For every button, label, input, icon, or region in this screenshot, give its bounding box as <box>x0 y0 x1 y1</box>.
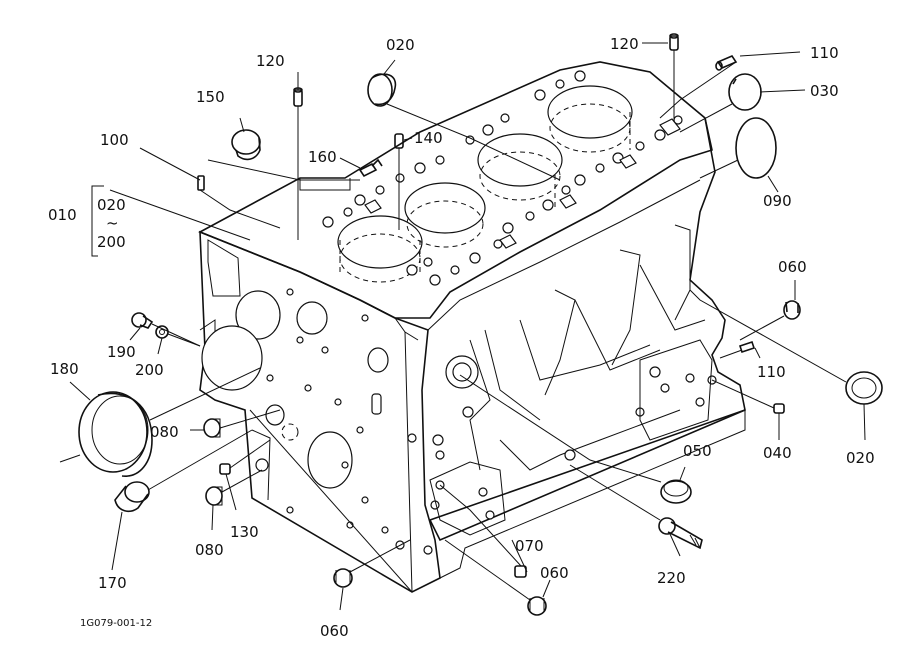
part-190-bolt <box>131 312 154 329</box>
label-020-group: 020 <box>97 196 126 214</box>
part-090-plug <box>735 117 777 179</box>
label-100: 100 <box>100 131 129 149</box>
part-060-plug-right <box>783 300 801 320</box>
part-060-plug-bottom-right <box>527 596 547 616</box>
drawing-code: 1G079-001-12 <box>80 618 152 629</box>
part-020-plug-top <box>367 73 397 107</box>
part-070-plug <box>514 565 527 578</box>
leader-lines <box>59 42 866 611</box>
part-080-plug-lower <box>205 486 223 506</box>
part-120-pin-left <box>293 87 303 107</box>
label-020-top: 020 <box>386 36 415 54</box>
label-070: 070 <box>515 537 544 555</box>
part-180-oil-seal <box>78 391 153 477</box>
part-200-washer <box>155 325 169 339</box>
label-080-upper: 080 <box>150 423 179 441</box>
deck-holes <box>322 70 683 286</box>
cylinder-bores <box>337 85 633 283</box>
part-080-plug-upper <box>203 418 221 438</box>
part-labels: 010 020 ~ 200 100 150 120 020 140 160 12… <box>48 35 875 640</box>
cylinder-block <box>198 61 746 593</box>
label-190: 190 <box>107 343 136 361</box>
part-120-pin-right <box>669 33 679 51</box>
part-130-pin <box>219 463 231 475</box>
part-160-bolt <box>358 158 383 178</box>
label-030: 030 <box>810 82 839 100</box>
part-100-pin <box>197 175 205 191</box>
label-090: 090 <box>763 192 792 210</box>
part-030-plug <box>728 73 762 111</box>
part-170-cup <box>114 481 150 513</box>
label-060-right: 060 <box>778 258 807 276</box>
label-120-right: 120 <box>610 35 639 53</box>
part-110-pin-right <box>738 340 756 354</box>
label-050: 050 <box>683 442 712 460</box>
label-110-right: 110 <box>757 363 786 381</box>
label-220: 220 <box>657 569 686 587</box>
label-tilde: ~ <box>106 214 119 232</box>
label-170: 170 <box>98 574 127 592</box>
part-150-plug <box>231 129 261 161</box>
part-040-plug <box>773 403 785 414</box>
part-060-plug-bottom-left <box>333 568 353 588</box>
label-010: 010 <box>48 206 77 224</box>
part-020-plug-right <box>845 371 883 405</box>
part-050-plug <box>660 479 692 504</box>
side-holes <box>407 339 717 555</box>
label-160: 160 <box>308 148 337 166</box>
label-180: 180 <box>50 360 79 378</box>
label-080-lower: 080 <box>195 541 224 559</box>
label-150: 150 <box>196 88 225 106</box>
front-face-holes <box>201 288 405 550</box>
label-060-middle: 060 <box>540 564 569 582</box>
label-120-left: 120 <box>256 52 285 70</box>
label-040: 040 <box>763 444 792 462</box>
label-020-right: 020 <box>846 449 875 467</box>
part-110-pin-top <box>715 55 738 71</box>
group-bracket-010 <box>91 185 104 257</box>
label-130: 130 <box>230 523 259 541</box>
label-060-bottom: 060 <box>320 622 349 640</box>
label-140: 140 <box>414 129 443 147</box>
label-200: 200 <box>135 361 164 379</box>
label-110-top: 110 <box>810 44 839 62</box>
label-200-group: 200 <box>97 233 126 251</box>
part-220-bolt <box>658 517 703 550</box>
